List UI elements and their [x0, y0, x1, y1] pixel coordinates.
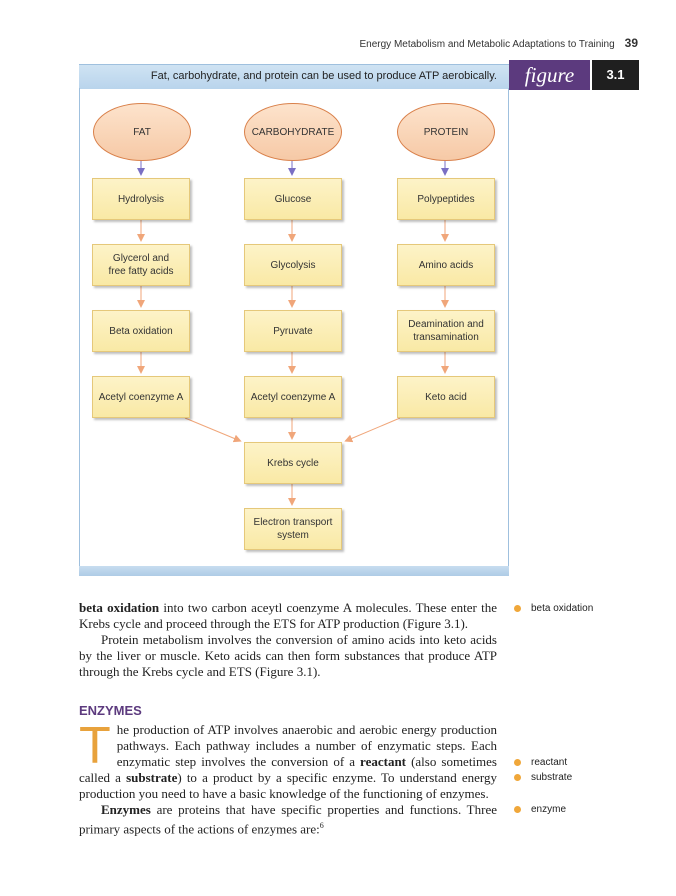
figure-caption-banner: Fat, carbohydrate, and protein can be us…: [79, 64, 509, 89]
source-protein: PROTEIN: [397, 103, 495, 161]
paragraph-1-text: into two carbon aceytl coenzyme A molecu…: [79, 600, 497, 631]
figure-number: 3.1: [592, 60, 639, 90]
protein-step-keto-acid: Keto acid: [397, 376, 495, 418]
paragraph-1: beta oxidation into two carbon aceytl co…: [79, 600, 497, 632]
drop-cap: T: [79, 717, 111, 775]
carb-step-pyruvate: Pyruvate: [244, 310, 342, 352]
figure-label: figure: [509, 60, 590, 90]
protein-step-polypeptides: Polypeptides: [397, 178, 495, 220]
page-number: 39: [624, 36, 638, 50]
margin-term-label: enzyme: [531, 804, 567, 815]
fat-step-beta-oxidation: Beta oxidation: [92, 310, 190, 352]
term-reactant: reactant: [360, 754, 407, 769]
term-enzymes: Enzymes: [101, 802, 151, 817]
carb-step-glycolysis: Glycolysis: [244, 244, 342, 286]
fat-step-glycerol: Glycerol and free fatty acids: [92, 244, 190, 286]
paragraph-3-text-c: ) to a product by a specific enzyme. To …: [79, 770, 497, 801]
fat-step-acetyl-coa: Acetyl coenzyme A: [92, 376, 190, 418]
margin-term-enzyme: enzyme: [514, 804, 566, 815]
figure-caption: Fat, carbohydrate, and protein can be us…: [150, 70, 497, 82]
paragraph-3-text-b: (also sometimes called a: [79, 754, 497, 785]
margin-term-substrate: substrate: [514, 772, 572, 783]
electron-transport-box: Electron transport system: [244, 508, 342, 550]
bullet-icon: [514, 773, 521, 781]
paragraph-2: Protein metabolism involves the conversi…: [79, 632, 497, 679]
fat-step-hydrolysis: Hydrolysis: [92, 178, 190, 220]
section-heading: ENZYMES: [79, 703, 142, 718]
carb-step-glucose: Glucose: [244, 178, 342, 220]
running-head: Energy Metabolism and Metabolic Adaptati…: [359, 36, 638, 50]
margin-term-label: beta oxidation: [531, 603, 594, 614]
margin-term-label: reactant: [531, 757, 568, 768]
running-title: Energy Metabolism and Metabolic Adaptati…: [359, 39, 615, 50]
krebs-cycle-box: Krebs cycle: [244, 442, 342, 484]
paragraph-3-text-a: he production of ATP involves anaerobic …: [116, 722, 497, 769]
source-carbohydrate: CARBOHYDRATE: [244, 103, 342, 161]
bullet-icon: [514, 604, 521, 612]
term-substrate: substrate: [126, 770, 178, 785]
protein-step-deamination: Deamination and transamination: [397, 310, 495, 352]
footnote-ref: 6: [319, 821, 324, 830]
body-section-1: beta oxidation into two carbon aceytl co…: [79, 600, 497, 680]
carb-step-acetyl-coa: Acetyl coenzyme A: [244, 376, 342, 418]
margin-term-reactant: reactant: [514, 757, 567, 768]
bullet-icon: [514, 758, 521, 766]
paragraph-4-text: are proteins that have specific properti…: [79, 802, 497, 837]
paragraph-4: Enzymes are proteins that have specific …: [79, 802, 497, 837]
protein-step-amino-acids: Amino acids: [397, 244, 495, 286]
margin-term-beta-oxidation: beta oxidation: [514, 603, 593, 614]
term-beta-oxidation: beta oxidation: [79, 600, 160, 615]
margin-term-label: substrate: [531, 772, 573, 783]
figure-footer-bar: [79, 566, 509, 576]
bullet-icon: [514, 805, 521, 813]
source-fat: FAT: [93, 103, 191, 161]
